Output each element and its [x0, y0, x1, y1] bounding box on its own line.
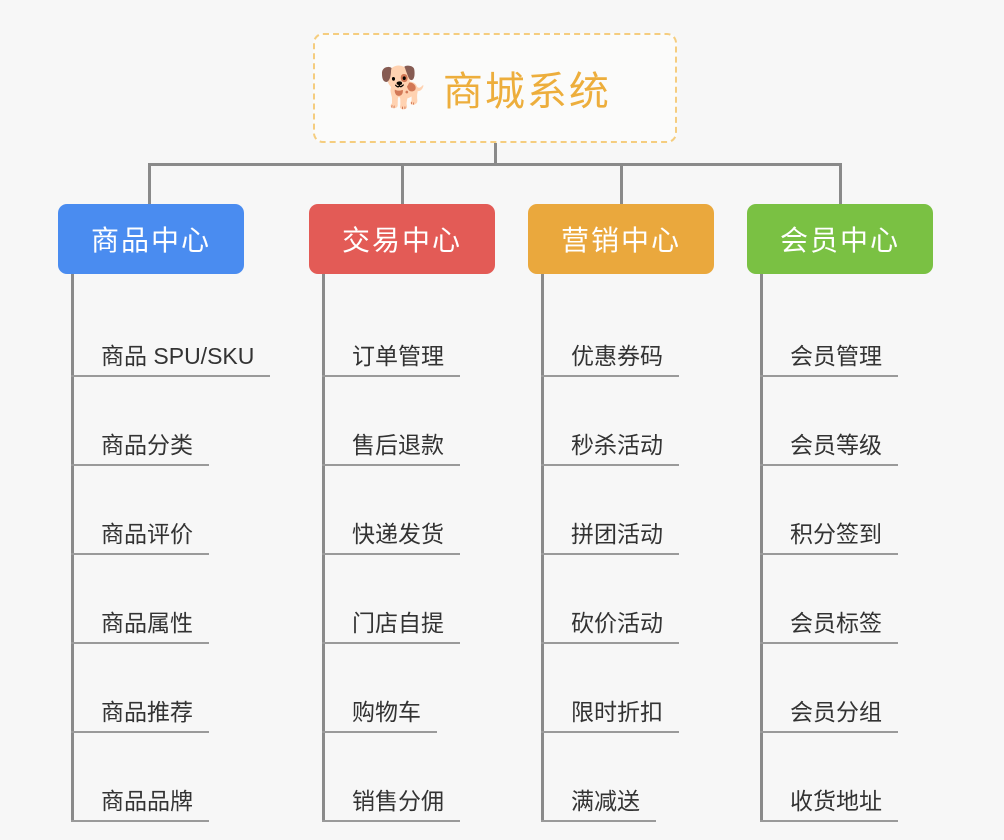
list-item-label: 商品 SPU/SKU — [71, 343, 271, 377]
list-item[interactable]: 收货地址 — [747, 733, 971, 822]
list-item-label: 积分签到 — [760, 521, 898, 555]
branch-spine — [322, 274, 325, 822]
list-item-label: 满减送 — [541, 788, 656, 822]
list-item[interactable]: 会员管理 — [747, 288, 971, 377]
connector-bus — [148, 163, 842, 166]
root-node[interactable]: 🐕 商城系统 — [313, 33, 677, 143]
list-item-label: 购物车 — [322, 699, 437, 733]
branch-label: 会员中心 — [779, 225, 900, 256]
list-item-label: 商品品牌 — [71, 788, 209, 822]
list-item[interactable]: 商品评价 — [58, 466, 282, 555]
list-item[interactable]: 优惠券码 — [528, 288, 752, 377]
list-item-label: 限时折扣 — [541, 699, 679, 733]
list-item[interactable]: 限时折扣 — [528, 644, 752, 733]
list-item[interactable]: 砍价活动 — [528, 555, 752, 644]
list-item[interactable]: 拼团活动 — [528, 466, 752, 555]
list-item[interactable]: 商品分类 — [58, 377, 282, 466]
connector-root-stem — [494, 143, 497, 165]
list-item[interactable]: 秒杀活动 — [528, 377, 752, 466]
list-item-label: 砍价活动 — [541, 610, 679, 644]
list-item[interactable]: 商品推荐 — [58, 644, 282, 733]
list-item[interactable]: 商品品牌 — [58, 733, 282, 822]
list-item-label: 会员管理 — [760, 343, 898, 377]
list-item-label: 会员等级 — [760, 432, 898, 466]
connector-drop-1 — [148, 163, 151, 206]
branch-header-product-center[interactable]: 商品中心 — [58, 204, 244, 274]
branch-header-marketing-center[interactable]: 营销中心 — [528, 204, 714, 274]
list-item[interactable]: 商品属性 — [58, 555, 282, 644]
list-item[interactable]: 会员分组 — [747, 644, 971, 733]
list-item[interactable]: 积分签到 — [747, 466, 971, 555]
branch-spine — [71, 274, 74, 822]
list-item-label: 售后退款 — [322, 432, 460, 466]
list-item[interactable]: 会员标签 — [747, 555, 971, 644]
list-item-label: 会员标签 — [760, 610, 898, 644]
connector-drop-4 — [839, 163, 842, 206]
branch-items-product-center: 商品 SPU/SKU 商品分类 商品评价 商品属性 商品推荐 商品品牌 — [58, 274, 282, 822]
list-item[interactable]: 会员等级 — [747, 377, 971, 466]
list-item-label: 商品属性 — [71, 610, 209, 644]
list-item-label: 订单管理 — [322, 343, 460, 377]
list-item-label: 商品推荐 — [71, 699, 209, 733]
list-item[interactable]: 购物车 — [309, 644, 533, 733]
branch-items-trade-center: 订单管理 售后退款 快递发货 门店自提 购物车 销售分佣 — [309, 274, 533, 822]
list-item-label: 商品评价 — [71, 521, 209, 555]
branch-label: 营销中心 — [560, 225, 681, 256]
shiba-dog-face-icon: 🐕 — [379, 66, 429, 110]
branch-items-member-center: 会员管理 会员等级 积分签到 会员标签 会员分组 收货地址 — [747, 274, 971, 822]
connector-drop-2 — [401, 163, 404, 206]
list-item-label: 商品分类 — [71, 432, 209, 466]
branch-header-trade-center[interactable]: 交易中心 — [309, 204, 495, 274]
branch-product-center: 商品中心 商品 SPU/SKU 商品分类 商品评价 商品属性 商品推荐 商品品牌 — [58, 204, 282, 822]
connector-drop-3 — [620, 163, 623, 206]
list-item-label: 销售分佣 — [322, 788, 460, 822]
branch-member-center: 会员中心 会员管理 会员等级 积分签到 会员标签 会员分组 收货地址 — [747, 204, 971, 822]
list-item[interactable]: 快递发货 — [309, 466, 533, 555]
list-item-label: 会员分组 — [760, 699, 898, 733]
list-item[interactable]: 商品 SPU/SKU — [58, 288, 282, 377]
branch-label: 交易中心 — [341, 225, 462, 256]
list-item-label: 快递发货 — [322, 521, 460, 555]
branch-trade-center: 交易中心 订单管理 售后退款 快递发货 门店自提 购物车 销售分佣 — [309, 204, 533, 822]
branch-spine — [760, 274, 763, 822]
list-item[interactable]: 售后退款 — [309, 377, 533, 466]
branch-label: 商品中心 — [90, 225, 211, 256]
list-item[interactable]: 门店自提 — [309, 555, 533, 644]
list-item-label: 拼团活动 — [541, 521, 679, 555]
branch-items-marketing-center: 优惠券码 秒杀活动 拼团活动 砍价活动 限时折扣 满减送 — [528, 274, 752, 822]
branch-marketing-center: 营销中心 优惠券码 秒杀活动 拼团活动 砍价活动 限时折扣 满减送 — [528, 204, 752, 822]
list-item-label: 门店自提 — [322, 610, 460, 644]
branch-spine — [541, 274, 544, 822]
branch-header-member-center[interactable]: 会员中心 — [747, 204, 933, 274]
list-item-label: 收货地址 — [760, 788, 898, 822]
list-item[interactable]: 订单管理 — [309, 288, 533, 377]
root-title: 商城系统 — [442, 70, 611, 114]
list-item-label: 优惠券码 — [541, 343, 679, 377]
list-item[interactable]: 销售分佣 — [309, 733, 533, 822]
list-item[interactable]: 满减送 — [528, 733, 752, 822]
list-item-label: 秒杀活动 — [541, 432, 679, 466]
